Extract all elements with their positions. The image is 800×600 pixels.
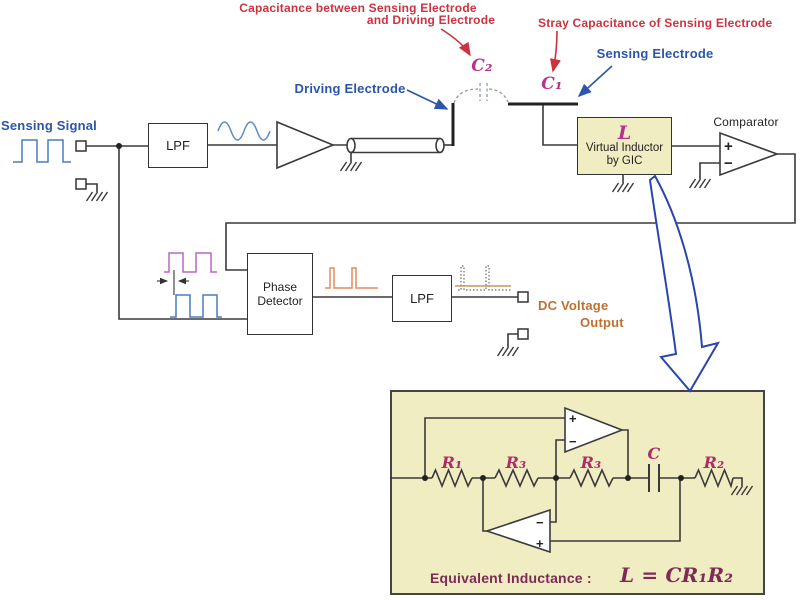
r3-first-label: R₃ [505, 453, 527, 472]
r1-label: R₁ [441, 453, 463, 472]
virtual-inductor-label-line1: Virtual Inductor [585, 142, 664, 154]
sensing-electrode-label: Sensing Electrode [596, 46, 714, 61]
phase-detector-label-line1: Phase [262, 280, 298, 294]
stray-cap-label: Stray Capacitance of Sensing Electrode [538, 16, 773, 30]
sensing-signal-label: Sensing Signal [1, 118, 97, 133]
lpf2-label: LPF [410, 291, 434, 306]
lpf2-box: LPF [392, 275, 452, 322]
cap-between-label-line2: and Driving Electrode [366, 13, 496, 27]
cap-between-label-line1: Capacitance between Sensing Electrode [239, 1, 477, 15]
comparator-label: Comparator [713, 115, 779, 129]
c-label: C [647, 444, 661, 463]
r2-label: R₂ [703, 453, 725, 472]
r3-second-label: R₃ [580, 453, 602, 472]
dc-voltage-label-line2: Output [580, 315, 624, 330]
equation-formula: L = CR₁R₂ [620, 563, 734, 587]
dc-voltage-label-line1: DC Voltage [538, 298, 609, 313]
phase-detector-label-line2: Detector [257, 294, 303, 308]
driving-electrode-label: Driving Electrode [294, 81, 406, 96]
inductor-symbol: L [617, 122, 632, 144]
c2-label: C₂ [471, 56, 493, 76]
c1-label: C₁ [541, 74, 563, 94]
equation-label: Equivalent Inductance : [430, 570, 592, 586]
